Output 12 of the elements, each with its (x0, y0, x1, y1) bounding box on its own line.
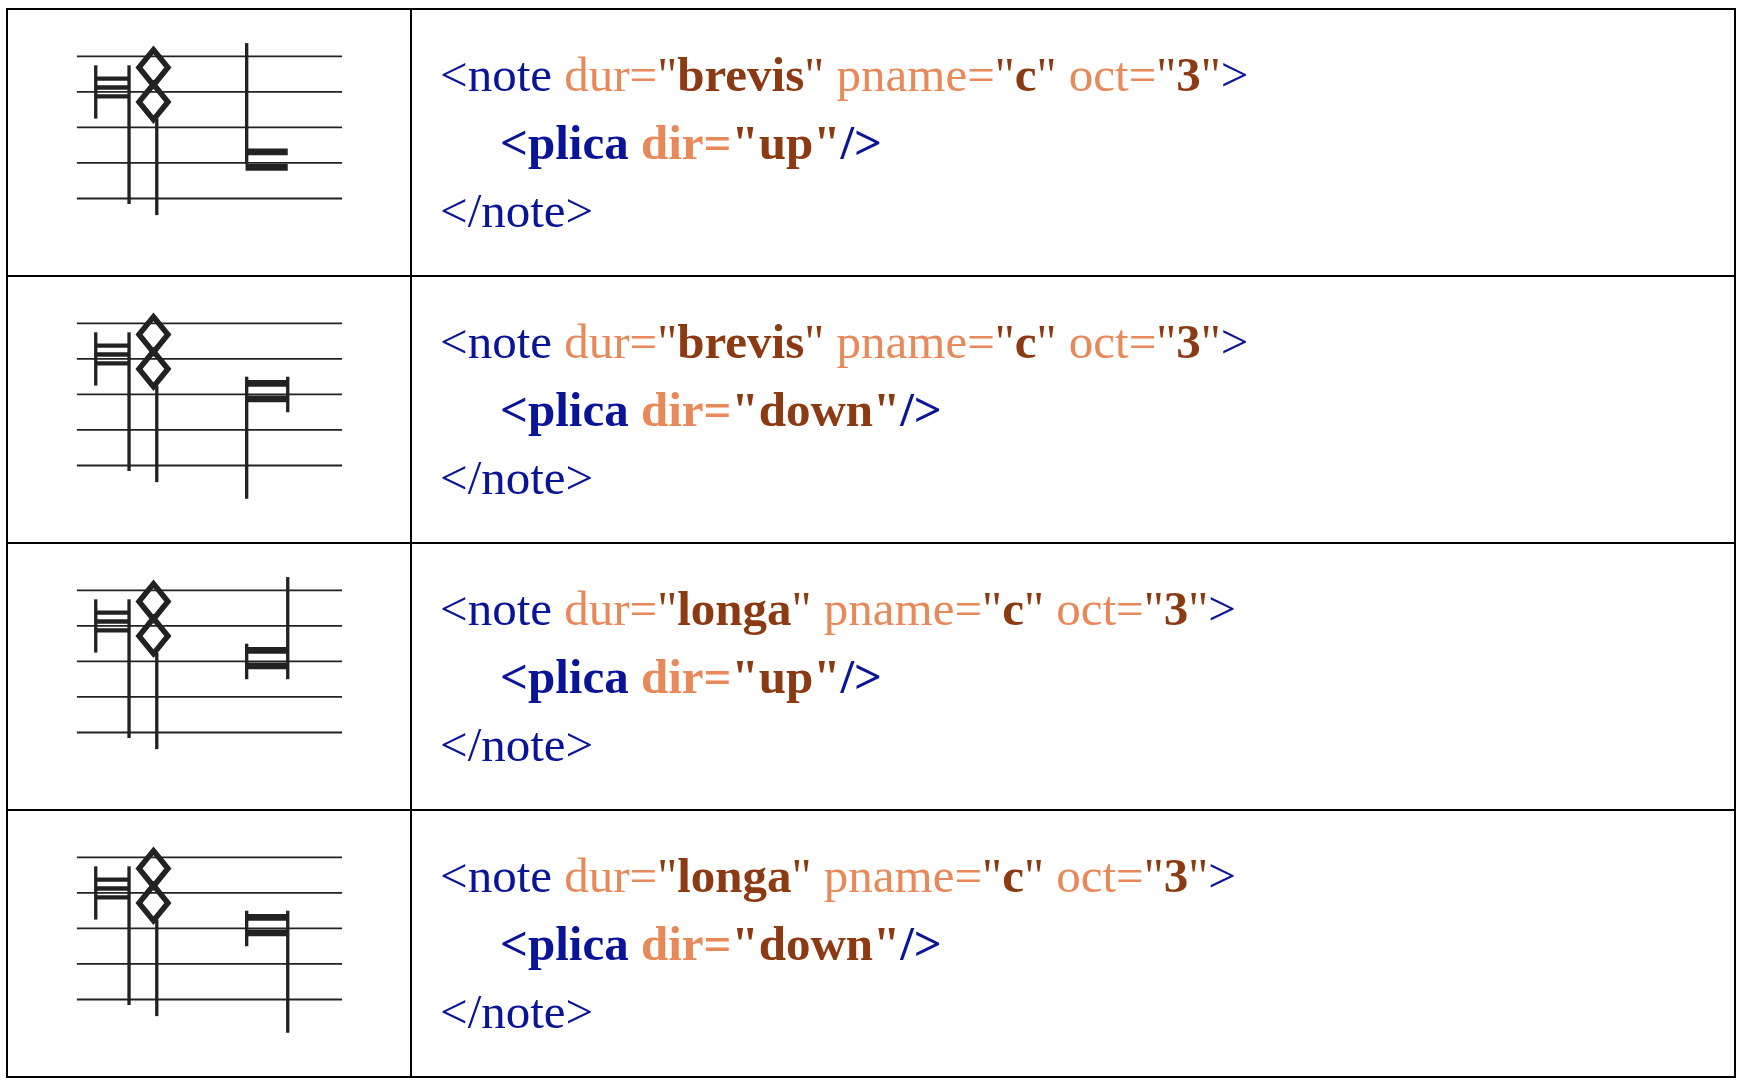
code-line: </note> (440, 448, 594, 507)
code-line: <note dur="brevis" pname="c" oct="3"> (440, 45, 1249, 104)
code-line: <note dur="longa" pname="c" oct="3"> (440, 846, 1236, 905)
code-line: <plica dir="down"/> (499, 380, 942, 439)
code-line: <note dur="longa" pname="c" oct="3"> (440, 579, 1236, 638)
code-line: <plica dir="down"/> (499, 914, 942, 973)
code-line: <note dur="brevis" pname="c" oct="3"> (440, 312, 1249, 371)
code-line: <plica dir="up"/> (499, 647, 882, 706)
code-line: <plica dir="up"/> (499, 113, 882, 172)
code-line: </note> (440, 181, 594, 240)
code-line: </note> (440, 982, 594, 1041)
code-line: </note> (440, 715, 594, 774)
